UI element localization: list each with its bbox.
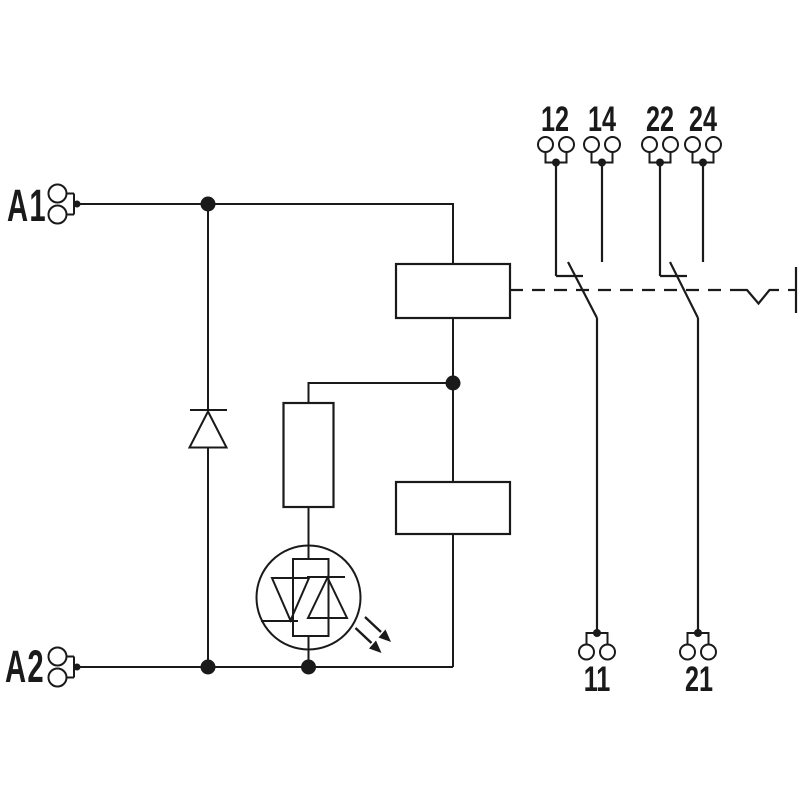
led-arrow-1-shaft [364, 616, 382, 633]
contact-2-moving-arm [669, 261, 699, 319]
terminal-11-label: 11 [584, 660, 611, 699]
led-arrow-1-head [378, 629, 391, 642]
changeover-contact-2: 22 24 21 [641, 100, 722, 699]
indicator-branch [255, 382, 453, 667]
terminal-21-clamp-right [700, 643, 717, 661]
led-indicator-icon [255, 544, 391, 653]
led-inner-rect [292, 558, 330, 637]
terminal-14: 14 [583, 100, 621, 262]
terminal-21-clamp-left [679, 643, 696, 661]
terminal-12-label: 12 [541, 100, 569, 139]
terminal-a2-bracket [66, 655, 77, 679]
terminal-14-clamp-left [583, 136, 600, 153]
suppression-diode-branch [187, 204, 229, 667]
terminal-a1-bracket [66, 192, 77, 216]
terminal-22: 22 [641, 100, 687, 278]
terminal-24: 24 [684, 100, 722, 262]
led-triangle-up [306, 575, 349, 619]
wire-branch-to-resistor [307, 382, 453, 403]
led-arrow-2-shaft [354, 627, 373, 644]
terminal-21-bracket [686, 632, 710, 645]
terminal-22-clamp-left [641, 136, 658, 153]
led-emission-arrows-icon [354, 616, 391, 653]
terminal-14-label: 14 [588, 100, 616, 139]
terminal-24-label: 24 [689, 100, 717, 139]
terminal-11: 11 [578, 318, 616, 699]
diode-icon [187, 409, 229, 449]
terminal-21-label: 21 [685, 660, 713, 699]
changeover-contact-1: 12 14 11 [537, 100, 621, 699]
terminal-11-clamp-right [599, 643, 616, 661]
terminal-a1-clamp-bottom [47, 204, 68, 225]
terminal-22-label: 22 [646, 100, 674, 139]
terminal-a2: A2 [5, 643, 81, 693]
terminal-24-clamp-right [705, 136, 722, 153]
mechanical-link [510, 267, 798, 313]
terminal-21: 21 [679, 318, 717, 699]
diode-triangle [187, 409, 229, 449]
terminal-12: 12 [537, 100, 583, 278]
terminal-22-clamp-right [662, 136, 679, 153]
terminal-a1: A1 [7, 182, 81, 232]
mechanical-link-v-notch [737, 288, 779, 306]
terminal-12-clamp-left [537, 136, 554, 153]
terminal-a1-clamp-top [47, 183, 68, 204]
terminal-a2-clamp-top [47, 646, 68, 667]
relay-coil-box-lower [394, 480, 512, 536]
led-triangle-down [270, 577, 311, 624]
relay-coil-box-upper [394, 262, 512, 320]
terminal-a2-label: A2 [5, 643, 45, 693]
led-circle [255, 544, 362, 651]
led-arrow-2-head [369, 640, 382, 653]
terminal-a2-clamp-bottom [47, 667, 68, 688]
terminal-24-clamp-left [684, 136, 701, 153]
terminal-11-bracket [585, 632, 609, 645]
wire-a1-to-coil [77, 203, 454, 264]
terminal-12-clamp-right [558, 136, 575, 153]
contact-1-moving-arm [567, 261, 598, 319]
resistor-box [282, 401, 335, 509]
terminal-14-clamp-right [604, 136, 621, 153]
terminal-a1-label: A1 [7, 182, 47, 232]
terminal-11-clamp-left [578, 643, 595, 661]
